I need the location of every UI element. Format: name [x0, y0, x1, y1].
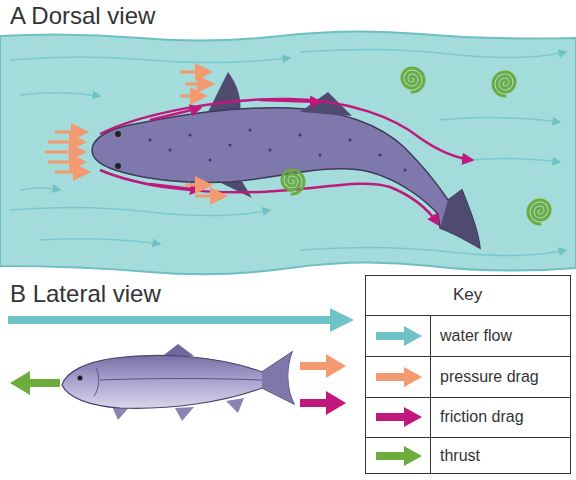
legend-label: friction drag [440, 408, 524, 426]
legend-label: water flow [440, 327, 512, 345]
friction-drag-arrow [300, 391, 346, 415]
legend-arrow [376, 446, 422, 466]
water-band [0, 31, 576, 274]
legend-arrow [376, 407, 422, 427]
water-streaks [10, 49, 566, 255]
legend-heading: Key [453, 285, 482, 305]
water-flow-arrow [8, 308, 354, 332]
legend-arrow [376, 367, 422, 387]
legend-swatch [374, 444, 424, 468]
legend-swatch [374, 365, 424, 389]
legend-label: thrust [440, 447, 480, 465]
pressure-drag-arrows [45, 72, 225, 196]
vortices [282, 68, 550, 224]
legend-swatch [374, 324, 424, 348]
key-table [366, 276, 571, 474]
thrust-arrow [10, 371, 60, 395]
friction-drag-lines [100, 99, 472, 224]
fish-lateral [62, 344, 294, 421]
pressure-drag-arrow [300, 354, 346, 378]
panel-label: B Lateral view [10, 280, 161, 308]
legend-label: pressure drag [440, 368, 539, 386]
legend-arrow [376, 326, 422, 346]
fish-dorsal [92, 72, 480, 248]
legend-swatch [374, 405, 424, 429]
panel-label: A Dorsal view [10, 2, 155, 30]
